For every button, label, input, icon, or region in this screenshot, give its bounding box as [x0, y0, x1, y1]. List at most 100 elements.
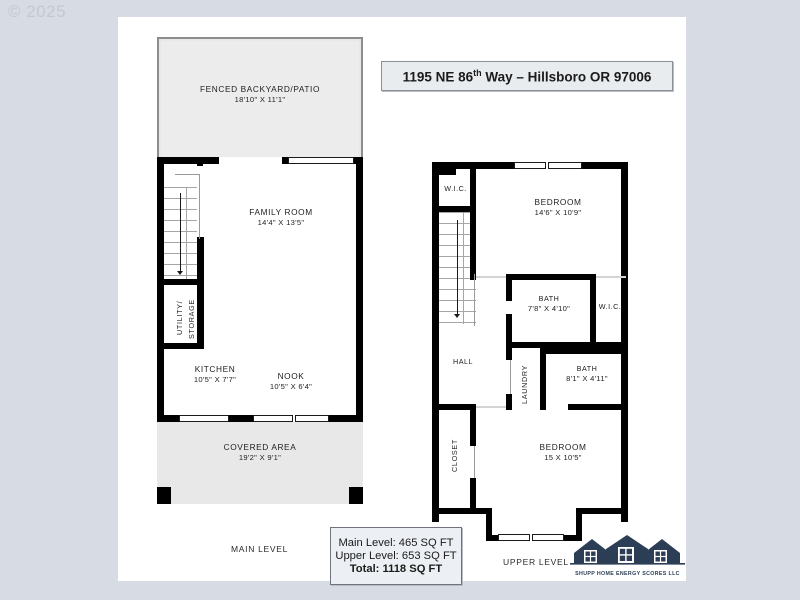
wall-bath1-left — [506, 274, 512, 301]
room-name: BEDROOM — [534, 197, 582, 207]
room-label-bedroom-upper: BEDROOM 14'6" X 10'9" — [498, 197, 618, 218]
wall-bath1-right — [590, 280, 596, 348]
company-logo: SHUPP HOME ENERGY SCORES LLC — [570, 533, 685, 583]
room-name: BATH — [538, 294, 560, 303]
room-label-kitchen: KITCHEN 10'5" X 7'7" — [170, 364, 260, 385]
closet-door-line — [474, 446, 475, 478]
copyright-watermark: © 2025 — [8, 2, 67, 21]
room-dim: 14'4" X 13'5" — [257, 218, 305, 228]
window-kitchen-south — [179, 415, 229, 422]
stair-upper-outline-right — [474, 274, 475, 326]
window-bedroom2-south-a — [498, 534, 530, 541]
wall-main-bottom-mid — [229, 415, 253, 422]
stairs-main-level — [164, 187, 197, 279]
stair-landing-outline-top — [175, 174, 200, 175]
wall-closet-right — [470, 404, 476, 446]
room-dim: 8'1" X 4'11" — [566, 373, 608, 383]
room-label-bedroom-lower: BEDROOM 15 X 10'5" — [508, 442, 618, 463]
room-label-nook: NOOK 10'5" X 6'4" — [251, 371, 331, 392]
wall-upper-top-right — [582, 162, 628, 169]
wall-utility-right — [197, 279, 204, 349]
wall-upper-bottom-left-down — [486, 508, 492, 541]
wall-upper-left-exterior — [432, 162, 439, 522]
wall-stair-upper-right — [470, 212, 476, 280]
wall-upper-bottom-seg-right — [564, 535, 582, 541]
room-name: BATH — [576, 364, 598, 373]
wall-bath2-bottom — [568, 404, 628, 410]
room-label-laundry: LAUNDRY — [520, 365, 529, 404]
roofline-houses-icon — [570, 535, 685, 565]
wall-closet-right-lower — [470, 478, 476, 514]
wall-upper-bottom-left-step — [470, 508, 492, 514]
floorplan-canvas: 1195 NE 86th Way – Hillsboro OR 97006 FE… — [118, 17, 686, 585]
room-label-hall: HALL — [438, 357, 488, 367]
backyard-border-top — [157, 37, 363, 39]
wall-laundry-left-lower — [506, 394, 512, 410]
wall-upper-bottom-seg-left — [486, 535, 498, 541]
sqft-total: Total: 1118 SQ FT — [349, 563, 443, 575]
room-label-storage: STORAGE — [187, 299, 196, 339]
wall-main-top-mid — [282, 157, 288, 164]
address-banner: 1195 NE 86th Way – Hillsboro OR 97006 — [381, 61, 673, 91]
window-bedroom1-north-a — [514, 162, 546, 169]
room-name: KITCHEN — [194, 364, 236, 374]
covered-area-fill — [157, 422, 363, 504]
address-title: 1195 NE 86th Way – Hillsboro OR 97006 — [403, 68, 652, 85]
room-label-closet: CLOSET — [450, 439, 459, 472]
wall-stair-bottom — [164, 279, 204, 285]
logo-company-name: SHUPP HOME ENERGY SCORES LLC — [575, 571, 680, 577]
room-dim: 14'6" X 10'9" — [534, 208, 582, 218]
wall-stair-right-upper — [197, 164, 203, 166]
laundry-door-line — [510, 360, 511, 394]
wall-main-right-exterior — [356, 157, 363, 421]
stair-landing-outline-right — [199, 174, 200, 239]
divider-bath-right — [596, 276, 626, 278]
wall-bath1-bottom — [506, 342, 596, 348]
room-name: FAMILY ROOM — [249, 207, 313, 217]
room-name: STORAGE — [187, 299, 196, 339]
divider-hall-bedroom — [476, 406, 506, 408]
square-footage-box: Main Level: 465 SQ FT Upper Level: 653 S… — [330, 527, 462, 585]
sqft-upper-level: Upper Level: 653 SQ FT — [335, 550, 457, 562]
room-label-family-room: FAMILY ROOM 14'4" X 13'5" — [221, 207, 341, 228]
divider-bedroom-bath — [476, 276, 506, 278]
backyard-border-right — [361, 37, 363, 159]
post-covered-area-right — [349, 487, 363, 504]
room-name: CLOSET — [450, 439, 459, 472]
room-dim: 10'5" X 7'7" — [193, 375, 237, 385]
room-name: UTILITY/ — [175, 300, 184, 335]
main-level-floorplan: FENCED BACKYARD/PATIO 18'10" X 11'1" — [153, 27, 383, 537]
wall-upper-top-left2 — [456, 162, 514, 169]
window-bedroom1-north-b — [548, 162, 582, 169]
window-nook-south-a — [253, 415, 293, 422]
wall-main-bottom-left — [157, 415, 179, 422]
wall-stair-right — [197, 237, 204, 285]
post-covered-area-left — [157, 487, 171, 504]
wall-main-right-notch — [325, 415, 363, 422]
opening-patio-door — [219, 157, 282, 164]
backyard-inner-fill — [161, 41, 359, 159]
wall-main-left-exterior — [157, 157, 164, 421]
window-nook-south-b — [295, 415, 329, 422]
stairs-upper-level — [439, 212, 476, 324]
wall-wic-top-right — [470, 169, 476, 212]
wall-bath2-top — [546, 348, 628, 354]
main-level-caption: MAIN LEVEL — [231, 544, 289, 554]
wall-upper-bottom-right-step — [576, 508, 628, 514]
window-bedroom2-south-b — [532, 534, 564, 541]
room-label-utility: UTILITY/ — [175, 301, 186, 335]
window-family-room-north — [288, 157, 354, 164]
wall-bath1-left-lower — [506, 314, 512, 348]
wall-closet-bottom — [432, 508, 476, 514]
room-name: BEDROOM — [539, 442, 587, 452]
sqft-main-level: Main Level: 465 SQ FT — [338, 537, 454, 549]
room-dim: 10'5" X 6'4" — [269, 382, 313, 392]
address-prefix: 1195 NE 86 — [402, 69, 474, 85]
wall-wic-top-bottom — [439, 206, 476, 212]
room-label-bath-upper-1: BATH 7'8" X 4'10" — [514, 294, 584, 314]
room-dim: 7'8" X 4'10" — [527, 303, 571, 313]
room-name: LAUNDRY — [520, 364, 529, 404]
wall-wic-right-bottom — [596, 342, 628, 348]
wall-main-top-left — [157, 157, 219, 164]
upper-level-caption: UPPER LEVEL — [503, 557, 569, 567]
